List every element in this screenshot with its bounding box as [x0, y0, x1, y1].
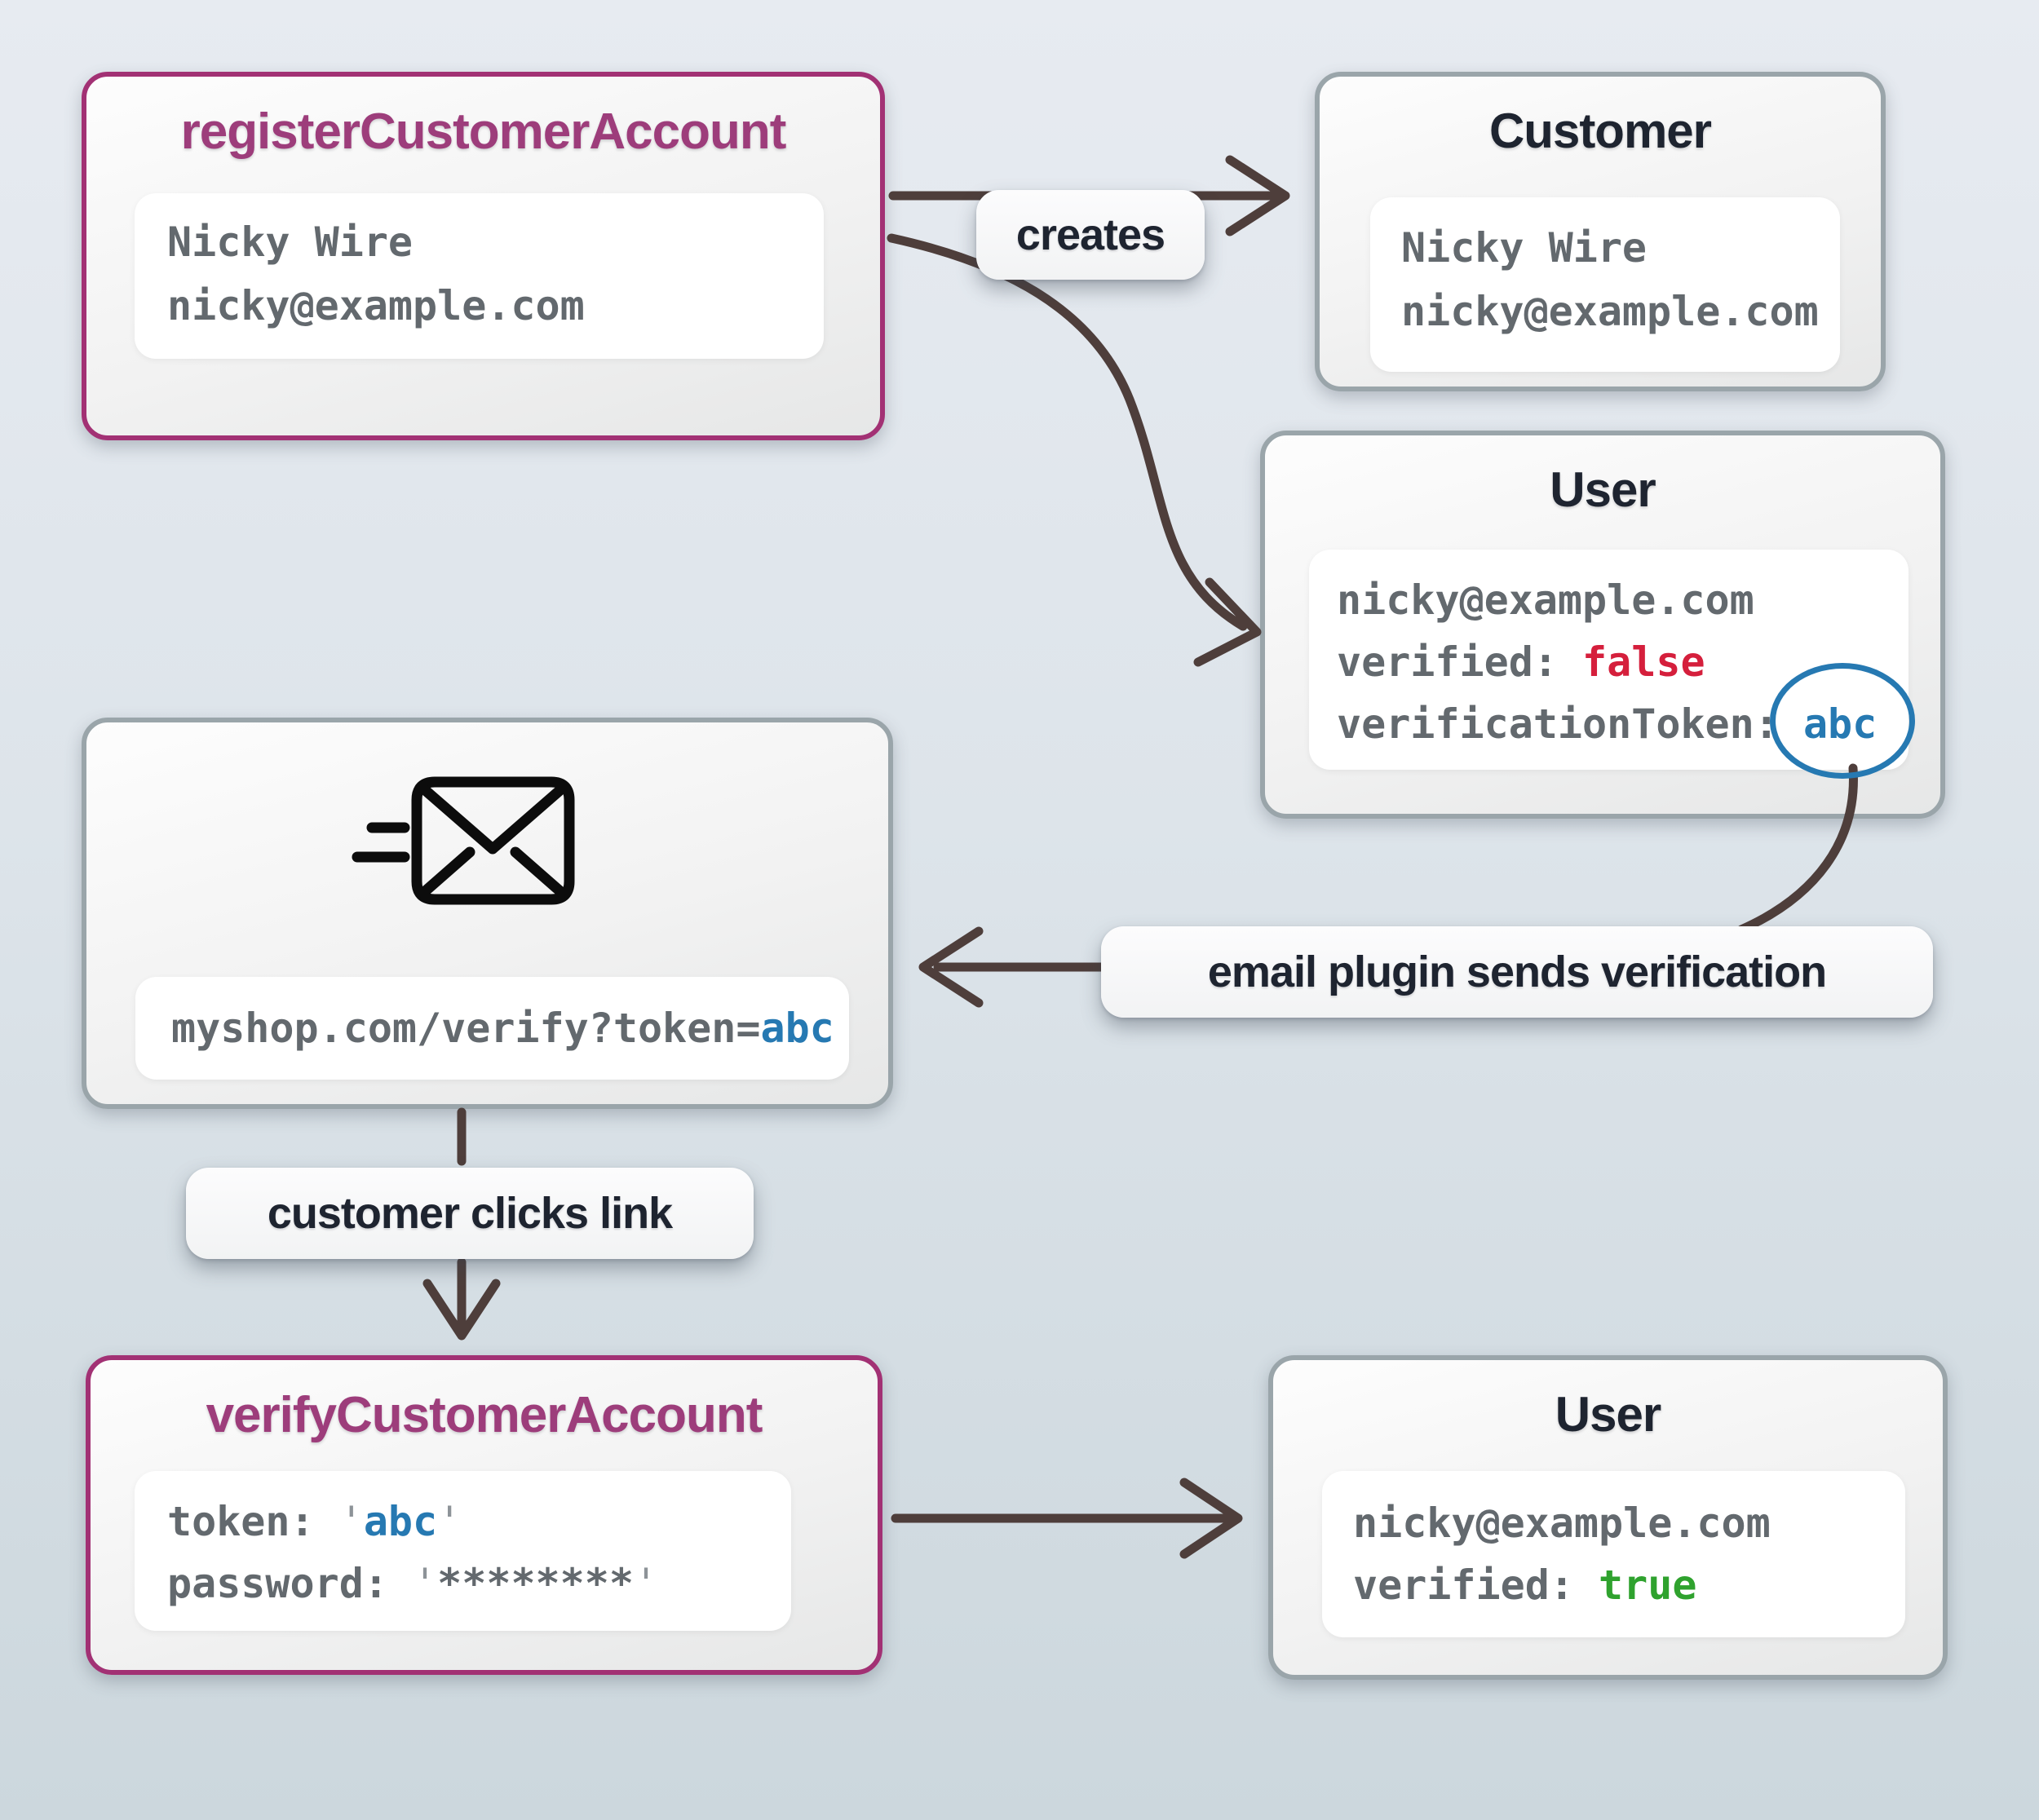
register-title: registerCustomerAccount [180, 104, 787, 160]
user-verified-title: User [1555, 1387, 1661, 1442]
verified-key: verified: [1337, 638, 1558, 686]
verify-password-key: password: [167, 1560, 388, 1607]
user-verified-verified-line: verified: true [1353, 1554, 1905, 1616]
user-unverified-title: User [1550, 462, 1656, 517]
verified-value: true [1599, 1562, 1697, 1609]
register-email: nicky@example.com [167, 282, 585, 329]
email-url-prefix: myshop.com/verify?token= [171, 1005, 761, 1052]
user-unverified-verified-line: verified: false [1337, 631, 1909, 693]
arrow-register-to-user [887, 233, 1262, 667]
send-email-icon [347, 775, 584, 910]
node-verify-customer-account: verifyCustomerAccount token:'abc' passwo… [86, 1355, 882, 1675]
user-unverified-email: nicky@example.com [1337, 576, 1754, 624]
verify-password-line: password: '********' [167, 1553, 791, 1615]
verified-value: false [1582, 638, 1705, 686]
customer-title: Customer [1488, 104, 1712, 158]
open-quote: ' [338, 1498, 364, 1545]
verify-card: token:'abc' password:'********' [135, 1471, 791, 1631]
customer-name: Nicky Wire [1401, 224, 1648, 272]
arrow-verify-to-user [891, 1478, 1243, 1559]
connector-token-to-label [1736, 763, 1858, 934]
close-quote: ' [437, 1498, 462, 1545]
customer-card: Nicky Wire nicky@example.com [1370, 197, 1840, 372]
email-url-token: abc [760, 1005, 834, 1052]
token-highlight-circle [1770, 663, 1915, 779]
register-name: Nicky Wire [167, 219, 414, 266]
node-email-message: myshop.com/verify?token=abc [82, 718, 893, 1109]
email-url: myshop.com/verify?token=abc [171, 997, 834, 1059]
verify-title: verifyCustomerAccount [206, 1387, 763, 1443]
arrow-email-to-verify [422, 1107, 501, 1341]
user-verified-card: nicky@example.com verified: true [1322, 1471, 1905, 1637]
verified-key: verified: [1353, 1562, 1574, 1609]
email-url-card: myshop.com/verify?token=abc [135, 977, 849, 1080]
verify-token-key: token: [167, 1498, 315, 1545]
node-register-customer-account: registerCustomerAccount Nicky Wire nicky… [82, 72, 885, 440]
arrow-label-to-email [918, 926, 1110, 1008]
verify-token-value: abc [363, 1498, 438, 1545]
label-email-plugin: email plugin sends verification [1101, 926, 1933, 1018]
close-quote: ' [633, 1560, 659, 1607]
user-verified-email: nicky@example.com [1353, 1500, 1771, 1547]
open-quote: ' [413, 1560, 438, 1607]
verify-password-value: ******** [437, 1560, 634, 1607]
verify-token-line: token: 'abc' [167, 1491, 791, 1553]
token-key: verificationToken: [1337, 700, 1779, 748]
label-creates: creates [976, 190, 1205, 280]
node-customer: Customer Nicky Wire nicky@example.com [1315, 72, 1886, 391]
customer-email: nicky@example.com [1401, 288, 1819, 335]
register-card: Nicky Wire nicky@example.com [135, 193, 824, 359]
label-customer-clicks: customer clicks link [186, 1168, 754, 1259]
node-user-verified: User nicky@example.com verified: true [1268, 1355, 1948, 1680]
